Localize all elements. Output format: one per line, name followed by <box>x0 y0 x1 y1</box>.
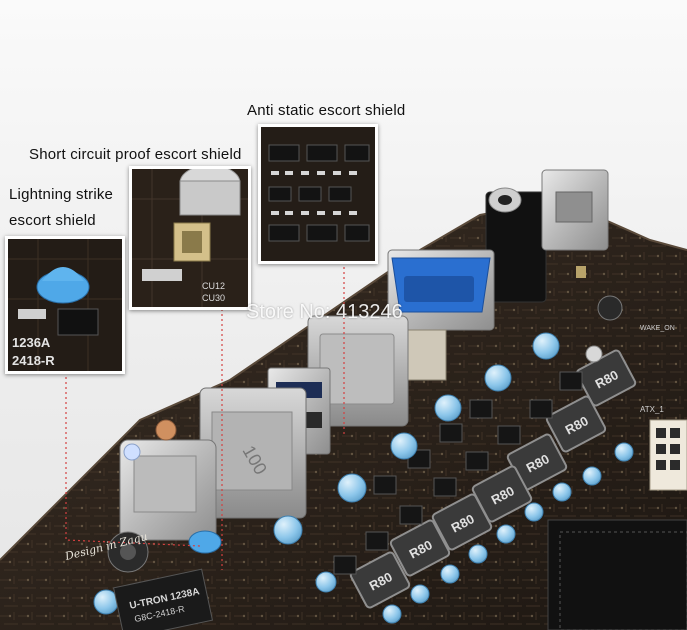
inset-short-circuit-shield: CU12 CU30 <box>129 166 251 310</box>
inset-anti-static-shield <box>258 124 378 264</box>
store-watermark: Store No: 413246 <box>246 301 403 323</box>
vrm-inductors: R80 R80 R80 R80 R80 R80 R80 <box>349 349 637 609</box>
atx-label: ATX_1 <box>640 405 664 414</box>
wake-label: WAKE_ON <box>640 325 675 332</box>
callout-lightning-line2: escort shield <box>9 212 96 229</box>
callout-anti-static: Anti static escort shield <box>247 102 406 119</box>
callout-lines <box>65 262 345 570</box>
inset-chip-text-1: 1236A <box>12 335 51 350</box>
callout-short-circuit: Short circuit proof escort shield <box>29 146 242 163</box>
inset-code-1: CU12 <box>202 281 225 291</box>
callout-lightning-line1: Lightning strike <box>9 186 114 203</box>
inset-lightning-shield: 1236A 2418-R <box>5 236 125 374</box>
inset-code-2: CU30 <box>202 293 225 303</box>
capacitors <box>93 332 634 624</box>
inset-chip-text-2: 2418-R <box>12 353 55 368</box>
